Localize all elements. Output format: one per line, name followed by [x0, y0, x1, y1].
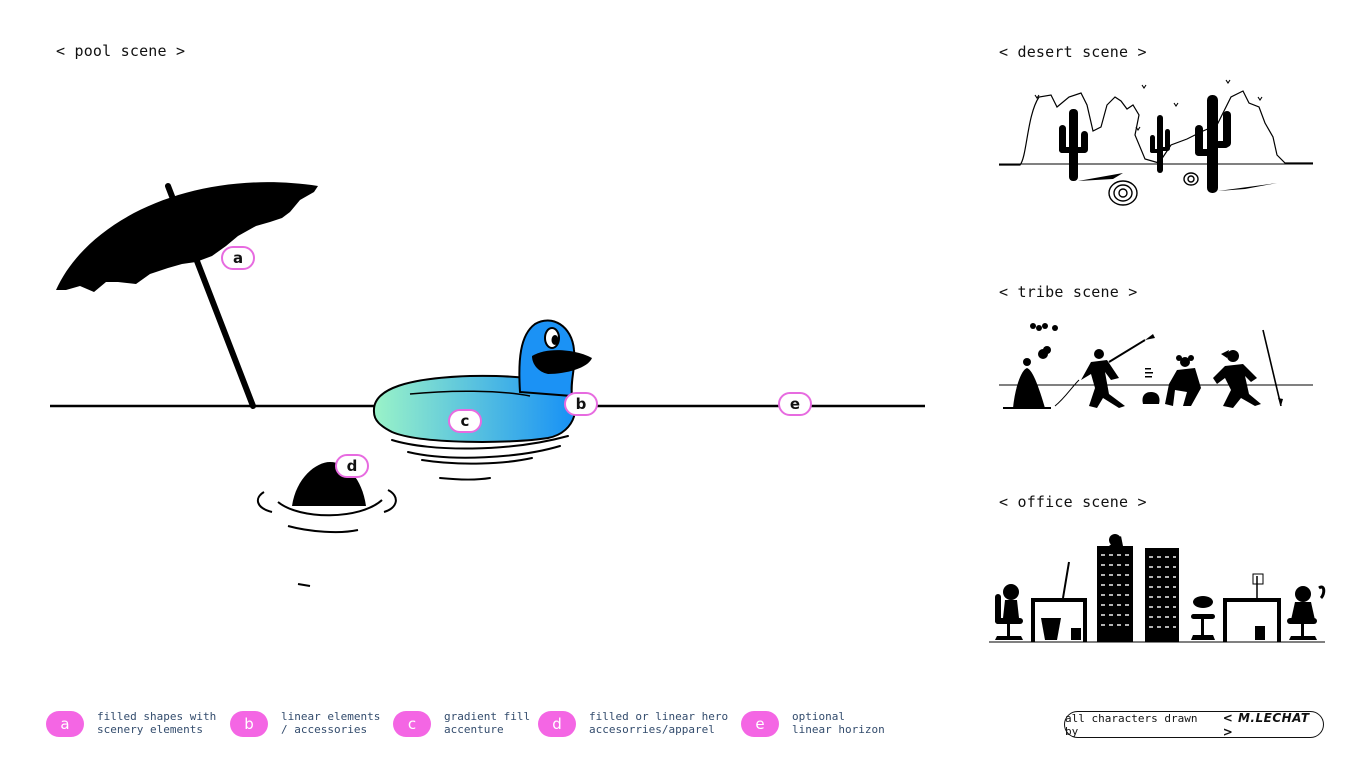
- water-ripples: [391, 435, 569, 481]
- legend-item-e: e optional linear horizon: [741, 710, 885, 737]
- duck-float-icon: [372, 319, 592, 443]
- spear-figure-icon: [1213, 329, 1283, 408]
- building-icon: [1097, 534, 1133, 642]
- legend-description: filled or linear hero accesorries/appare…: [589, 710, 729, 736]
- umbrella-icon: [56, 182, 318, 409]
- legend-description: linear elements / accessories: [281, 710, 381, 736]
- legend-item-d: d filled or linear hero accesorries/appa…: [538, 710, 729, 737]
- legend-item-c: c gradient fill accenture: [393, 710, 531, 737]
- marker-a: a: [221, 246, 255, 270]
- sitting-figure-icon: [1003, 323, 1058, 409]
- office-scene-title: < office scene >: [999, 493, 1147, 511]
- cactus-icon: [1059, 109, 1123, 181]
- desk-icon: [1223, 573, 1281, 642]
- tribe-scene-illustration: [999, 323, 1313, 409]
- office-chair-icon: [995, 584, 1023, 640]
- marker-e: e: [778, 392, 812, 416]
- legend-item-a: a filled shapes with scenery elements: [46, 710, 217, 737]
- credit-text: all characters drawn by: [1065, 711, 1198, 738]
- office-chair-icon: [1191, 596, 1215, 640]
- tumbleweed-icon: [1108, 172, 1199, 206]
- credit-badge: all characters drawn by < M.LECHAT >: [1064, 710, 1324, 739]
- crouching-figure-icon: [1165, 355, 1201, 406]
- legend-key: a: [46, 711, 84, 737]
- legend-description: optional linear horizon: [792, 710, 885, 736]
- legend-item-b: b linear elements / accessories: [230, 710, 381, 737]
- office-chair-icon: [1287, 585, 1326, 640]
- tribe-scene-title: < tribe scene >: [999, 283, 1138, 301]
- office-scene-illustration: [989, 534, 1326, 643]
- desert-scene-illustration: [999, 79, 1313, 206]
- legend-key: e: [741, 711, 779, 737]
- drum-icon: [1142, 368, 1160, 404]
- legend-key: c: [393, 711, 431, 737]
- pool-scene-title: < pool scene >: [56, 42, 186, 60]
- desk-icon: [1031, 561, 1087, 642]
- legend-description: gradient fill accenture: [444, 710, 531, 736]
- marker-d: d: [335, 454, 369, 478]
- desert-scene-title: < desert scene >: [999, 43, 1147, 61]
- legend-key: d: [538, 711, 576, 737]
- marker-c: c: [448, 409, 482, 433]
- legend-description: filled shapes with scenery elements: [97, 710, 217, 736]
- swimmer-head-icon: [256, 462, 397, 587]
- pool-scene-illustration: [50, 182, 925, 587]
- building-icon: [1145, 548, 1179, 642]
- bird-icon: [1034, 79, 1263, 131]
- legend-key: b: [230, 711, 268, 737]
- marker-b: b: [564, 392, 598, 416]
- author-signature: < M.LECHAT >: [1222, 710, 1310, 739]
- dancing-figure-icon: [1054, 334, 1155, 408]
- cactus-icon: [1195, 95, 1277, 193]
- cactus-icon: [1150, 115, 1170, 173]
